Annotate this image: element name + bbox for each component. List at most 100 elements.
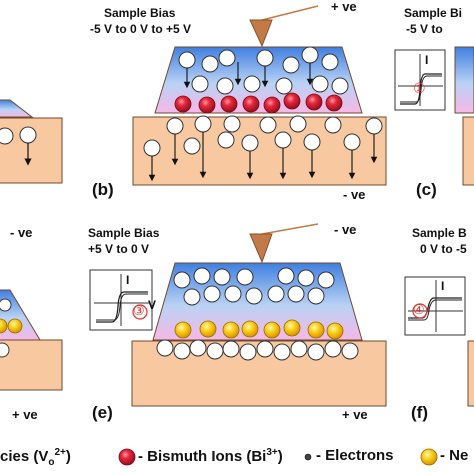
substrate-block xyxy=(462,116,474,186)
oxygen-vacancy xyxy=(222,340,240,358)
iv-curve-return xyxy=(408,299,462,321)
legend-vacancies-text: cies (V xyxy=(0,448,49,465)
oxygen-vacancy xyxy=(166,117,184,135)
oxygen-vacancy xyxy=(307,287,325,305)
oxygen-vacancy xyxy=(206,342,224,360)
panel-f-bias-title: Sample B xyxy=(412,226,467,240)
panel-c-bias-range: -5 V to xyxy=(406,22,443,36)
stm-tip-wire xyxy=(261,5,319,21)
neutral-atom-legend-icon xyxy=(420,448,438,466)
oxygen-vacancy xyxy=(156,339,174,357)
substrate-block xyxy=(467,340,474,407)
oxygen-vacancy xyxy=(324,116,342,134)
oxygen-vacancy xyxy=(297,269,315,287)
legend-bismuth-text: - Bismuth Ions (Bi xyxy=(138,448,267,465)
legend-vacancies-sub: o xyxy=(48,457,55,468)
oxygen-vacancy xyxy=(273,343,291,361)
oxygen-vacancy xyxy=(289,115,307,133)
oxygen-vacancy xyxy=(274,131,292,149)
oxygen-vacancy xyxy=(321,53,339,71)
panel-e-step-number: ③ xyxy=(133,303,145,318)
oxygen-vacancy xyxy=(259,116,277,134)
bismuth-ion xyxy=(242,95,260,113)
stm-tip xyxy=(249,233,273,264)
oxygen-vacancy xyxy=(243,75,261,93)
oxygen-vacancy xyxy=(201,55,219,73)
oxygen-vacancy xyxy=(203,285,221,303)
panel-f-step-number: ④ xyxy=(413,302,425,317)
oxygen-vacancy xyxy=(213,268,231,286)
oxygen-vacancy xyxy=(301,46,319,64)
oxygen-vacancy xyxy=(0,127,14,145)
neutral-atom xyxy=(307,321,325,339)
oxygen-vacancy xyxy=(287,285,305,303)
oxygen-vacancy xyxy=(236,268,254,286)
panel-f-iv-current: I xyxy=(441,279,445,293)
neutral-atom xyxy=(0,318,8,334)
iv-curve-return xyxy=(400,75,442,103)
legend-icons xyxy=(118,448,438,466)
oxygen-vacancy xyxy=(343,133,361,151)
panel-c-step-number: ① xyxy=(413,80,426,96)
oxygen-vacancy xyxy=(239,343,257,361)
oxygen-vacancy xyxy=(267,285,285,303)
panel-b-bias-range: -5 V to 0 V to +5 V xyxy=(90,22,192,36)
legend-bismuth-sup: 3+ xyxy=(266,447,278,458)
interface-vacancies xyxy=(156,339,359,361)
oxygen-vacancy xyxy=(324,340,342,358)
bismuth-ion xyxy=(263,96,281,114)
film-layer xyxy=(454,46,474,114)
iv-curve xyxy=(400,73,442,105)
panel-c-label: (c) xyxy=(416,180,437,199)
bismuth-ion xyxy=(220,95,238,113)
oxygen-vacancy xyxy=(311,75,329,93)
oxygen-vacancy xyxy=(218,49,236,67)
bismuth-ion xyxy=(305,93,323,111)
stm-tip xyxy=(249,19,273,48)
oxygen-vacancy xyxy=(189,339,207,357)
step-marker-circle xyxy=(412,303,428,319)
neutral-atom xyxy=(199,320,217,338)
panel-e-bias-range: +5 V to 0 V xyxy=(88,242,150,256)
panel-c-iv-current: I xyxy=(425,53,429,67)
oxygen-vacancy xyxy=(303,133,321,151)
film-layer xyxy=(0,289,41,341)
oxygen-vacancy xyxy=(256,49,274,67)
oxygen-vacancy xyxy=(275,77,293,95)
oxygen-vacancy xyxy=(173,271,191,289)
left-partial-panel-top xyxy=(0,99,63,184)
oxygen-vacancy xyxy=(245,287,263,305)
oxygen-vacancy xyxy=(183,288,201,306)
stm-tip-wire xyxy=(261,223,319,235)
oxygen-vacancy xyxy=(290,340,308,358)
neutral-atom-row xyxy=(174,319,344,340)
oxygen-vacancy xyxy=(341,342,359,360)
panel-b-substrate-polarity: - ve xyxy=(343,187,366,202)
bismuth-ion-legend-icon xyxy=(118,448,136,466)
panel-e-tip-polarity: - ve xyxy=(334,222,357,237)
panel-e xyxy=(89,223,387,407)
oxygen-vacancy xyxy=(307,343,325,361)
electron-legend-icon xyxy=(304,453,312,461)
legend-vacancies-sup: 2+ xyxy=(54,447,66,458)
panel-e-iv-voltage: V xyxy=(148,298,157,312)
left-partial-panel-bottom xyxy=(0,289,63,391)
oxygen-vacancy xyxy=(0,298,12,312)
iv-curve xyxy=(96,291,148,323)
panel-c xyxy=(394,46,474,186)
oxygen-vacancy xyxy=(216,77,234,95)
oxygen-vacancy xyxy=(256,340,274,358)
oxygen-vacancy xyxy=(143,139,161,157)
panel-b-bias-title: Sample Bias xyxy=(104,6,176,20)
panel-e-label: (e) xyxy=(92,403,113,422)
panel-f-label: (f) xyxy=(411,403,428,422)
bismuth-ion xyxy=(198,96,216,114)
neutral-atom xyxy=(241,320,259,338)
bismuth-ion xyxy=(283,92,301,110)
oxygen-vacancy xyxy=(191,75,209,93)
bismuth-ion-row xyxy=(174,92,343,114)
panel-b-label: (b) xyxy=(92,180,114,199)
oxygen-vacancy xyxy=(223,115,241,133)
legend-bismuth: - Bismuth Ions (Bi3+) xyxy=(138,447,283,465)
